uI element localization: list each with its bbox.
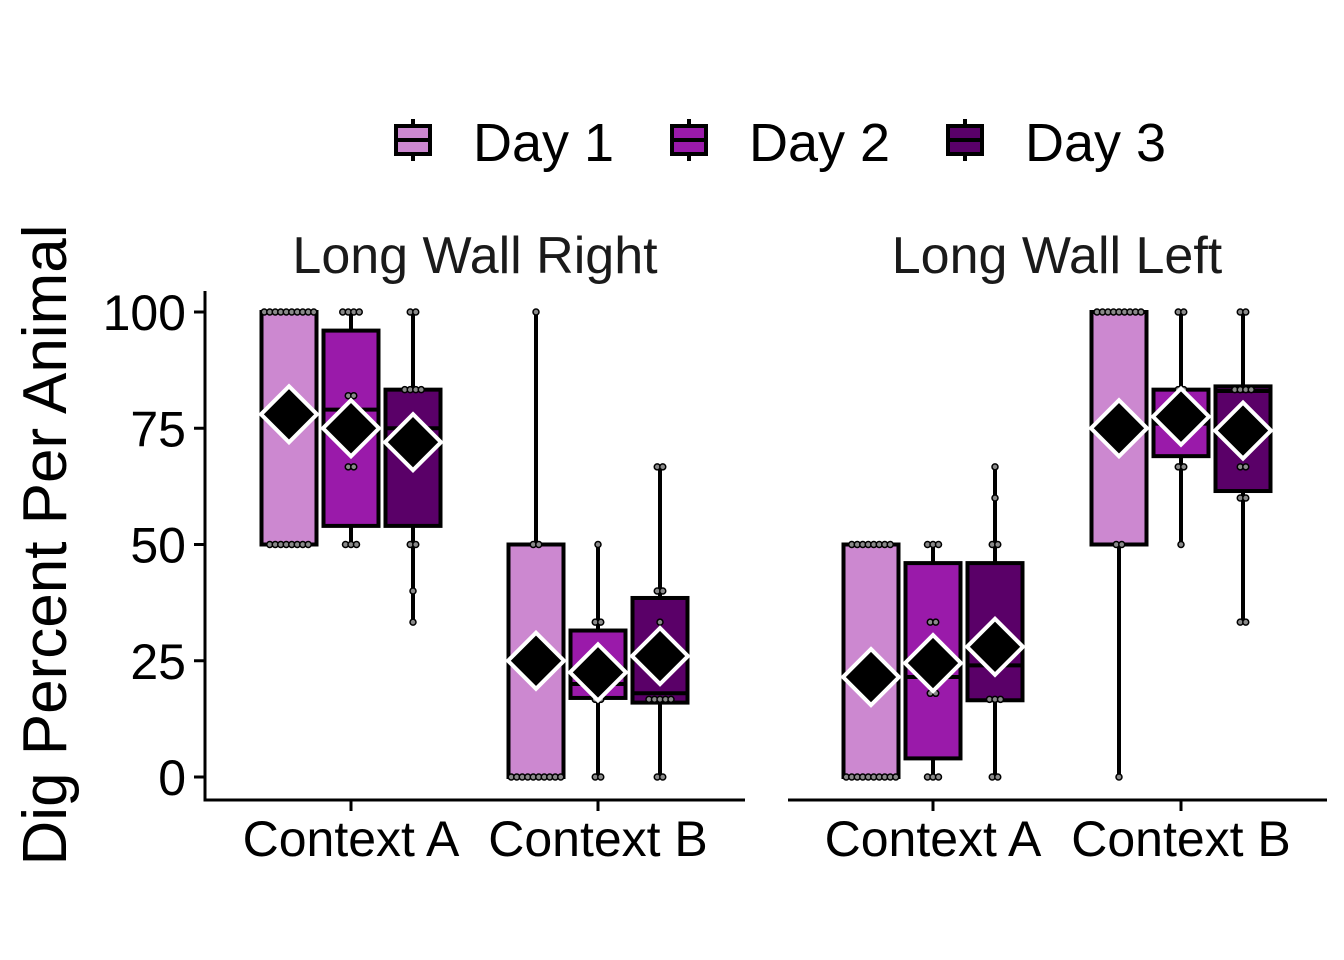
- legend-item: Day 1: [394, 113, 614, 173]
- x-tick-label: Context A: [825, 811, 1042, 867]
- legend-item: Day 3: [946, 113, 1166, 173]
- data-point: [412, 540, 420, 549]
- box-day-2: [1150, 308, 1212, 549]
- mean-marker: [258, 383, 320, 446]
- mean-marker: [840, 646, 902, 708]
- mean-marker: [1150, 385, 1212, 448]
- box-day-3: [964, 463, 1026, 781]
- box-day-3: [382, 308, 444, 626]
- panel-title: Long Wall Right: [292, 227, 658, 285]
- y-tick-label: 100: [103, 285, 186, 341]
- box-day-2: [567, 540, 629, 781]
- data-point: [991, 494, 999, 502]
- y-tick-label: 0: [158, 750, 186, 806]
- legend-label: Day 3: [1025, 113, 1166, 173]
- data-point: [892, 773, 900, 781]
- box-day-2: [902, 540, 964, 781]
- data-point: [1247, 385, 1255, 394]
- data-point: [355, 308, 363, 316]
- data-point: [557, 773, 565, 781]
- legend-label: Day 2: [749, 113, 890, 173]
- mean-marker: [567, 641, 629, 704]
- mean-marker: [902, 632, 964, 694]
- legend: Day 1 Day 2 Day 3: [394, 113, 1166, 173]
- legend-label: Day 1: [473, 113, 614, 173]
- data-point: [597, 618, 605, 626]
- data-point: [304, 540, 312, 549]
- data-point: [656, 618, 664, 626]
- data-point: [1242, 308, 1250, 316]
- data-point: [350, 463, 358, 471]
- box-day-3: [629, 463, 691, 781]
- y-tick-label: 25: [130, 634, 186, 690]
- data-point: [659, 463, 667, 471]
- data-point: [659, 587, 667, 595]
- mean-marker: [629, 625, 691, 687]
- data-point: [597, 773, 605, 781]
- data-point: [1180, 463, 1188, 471]
- mean-marker: [1088, 397, 1150, 460]
- data-point: [532, 308, 540, 316]
- data-point: [352, 540, 361, 549]
- box-day-1: [840, 540, 902, 781]
- data-point: [1177, 540, 1185, 549]
- box-day-1: [258, 308, 320, 549]
- data-point: [1242, 494, 1250, 502]
- x-tick-label: Context B: [488, 811, 708, 867]
- box-day-2: [320, 308, 382, 549]
- data-point: [535, 540, 543, 549]
- data-point: [310, 308, 318, 316]
- box-day-1: [1088, 308, 1150, 781]
- data-point: [667, 695, 675, 704]
- mean-marker: [505, 629, 567, 692]
- data-point: [1137, 308, 1145, 316]
- data-point: [934, 773, 943, 781]
- mean-marker: [964, 615, 1026, 678]
- data-point: [417, 385, 425, 394]
- data-point: [994, 540, 1002, 549]
- x-tick-label: Context A: [243, 811, 460, 867]
- x-tick-label: Context B: [1071, 811, 1291, 867]
- y-tick-label: 50: [130, 518, 186, 574]
- data-point: [996, 695, 1005, 704]
- box-day-1: [505, 308, 567, 781]
- data-point: [1242, 463, 1250, 471]
- data-point: [1242, 618, 1250, 626]
- data-point: [932, 618, 940, 626]
- data-point: [934, 540, 943, 549]
- y-axis-label: Dig Percent Per Animal: [11, 225, 80, 866]
- data-point: [659, 773, 667, 781]
- mean-marker: [320, 397, 382, 460]
- y-tick-label: 75: [130, 401, 186, 457]
- data-point: [1180, 308, 1188, 316]
- data-point: [991, 463, 999, 471]
- data-point: [1118, 540, 1126, 549]
- data-point: [1115, 773, 1123, 781]
- panel-title: Long Wall Left: [892, 227, 1223, 285]
- data-point: [886, 540, 894, 549]
- mean-marker: [382, 411, 444, 474]
- data-point: [350, 391, 358, 400]
- data-point: [412, 308, 420, 316]
- data-point: [594, 540, 602, 549]
- data-point: [994, 773, 1002, 781]
- data-point: [409, 587, 417, 595]
- mean-marker: [1212, 399, 1274, 462]
- box-day-3: [1212, 308, 1274, 626]
- legend-item: Day 2: [670, 113, 890, 173]
- data-point: [409, 618, 417, 626]
